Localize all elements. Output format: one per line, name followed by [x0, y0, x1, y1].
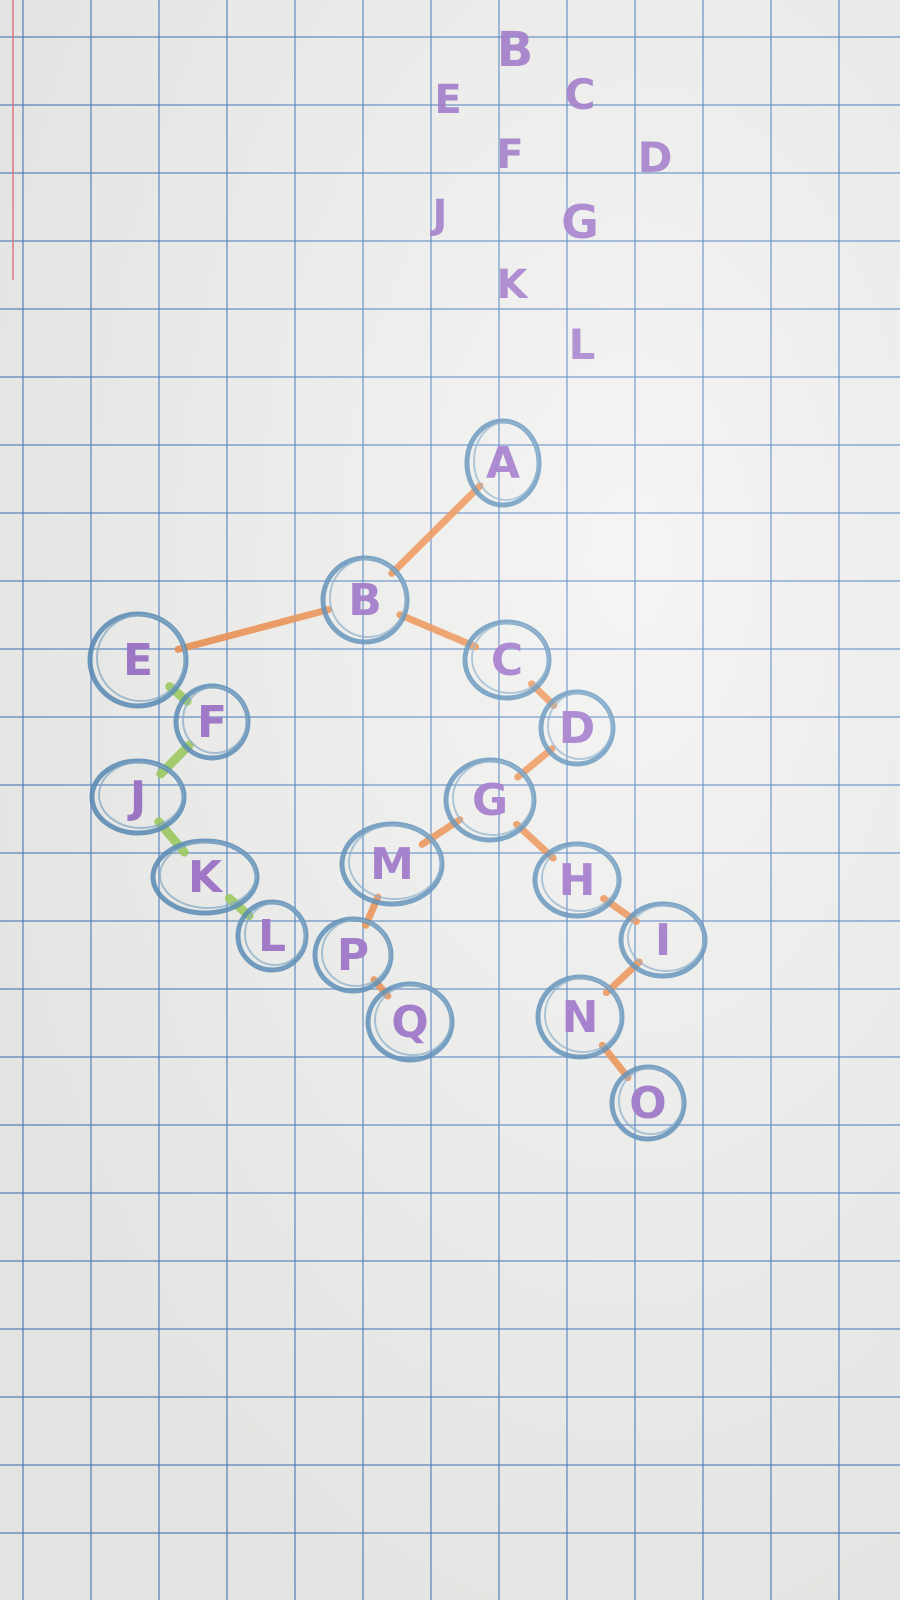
node-ring	[443, 757, 537, 843]
node-h: H	[532, 841, 622, 919]
node-ring-sketch	[244, 902, 306, 966]
node-f: F	[173, 683, 251, 761]
node-ring-sketch	[182, 686, 248, 754]
node-ring-sketch	[541, 844, 619, 912]
list-letter-g: G	[561, 195, 599, 249]
list-letter-l: L	[568, 320, 596, 369]
node-p: P	[312, 916, 394, 994]
node-ring	[173, 683, 251, 761]
red-margin-line	[12, 0, 14, 280]
node-label: D	[559, 703, 596, 754]
list-letter-f: F	[496, 132, 524, 178]
node-b: B	[320, 555, 410, 645]
node-label: A	[486, 438, 520, 489]
node-ring-sketch	[159, 841, 257, 909]
node-ring	[532, 841, 622, 919]
node-g: G	[443, 757, 537, 843]
node-ring-sketch	[348, 824, 442, 900]
edge-b-c	[396, 611, 479, 651]
list-letter-k: K	[496, 262, 528, 308]
node-ring	[535, 974, 625, 1060]
node-k: K	[150, 838, 260, 916]
node-q: Q	[365, 981, 455, 1063]
node-label: O	[629, 1078, 666, 1129]
node-ring-sketch	[321, 919, 391, 987]
list-letter-e: E	[434, 77, 462, 123]
node-label: I	[655, 915, 671, 966]
node-label: G	[472, 775, 508, 826]
node-label: Q	[391, 997, 428, 1048]
node-label: E	[123, 635, 153, 686]
node-ring	[312, 916, 394, 994]
node-ring-sketch	[329, 558, 407, 638]
node-ring	[464, 418, 542, 508]
node-i: I	[618, 901, 708, 979]
list-letter-b: B	[496, 22, 534, 78]
node-label: F	[197, 697, 227, 748]
node-n: N	[535, 974, 625, 1060]
node-d: D	[538, 689, 616, 767]
node-ring-sketch	[452, 760, 534, 836]
node-label: M	[370, 839, 414, 890]
node-ring-sketch	[374, 984, 452, 1056]
node-label: N	[562, 992, 599, 1043]
node-label: C	[491, 635, 523, 686]
node-label: B	[348, 575, 382, 626]
node-ring-sketch	[544, 977, 622, 1053]
list-letter-j: J	[432, 192, 448, 238]
node-label: K	[188, 852, 224, 903]
tree-nodes: A B CD EF GH I JKL M NO PQ	[87, 418, 708, 1142]
node-j: J	[89, 758, 187, 836]
node-e: E	[87, 611, 189, 709]
node-label: L	[258, 911, 286, 962]
node-ring	[618, 901, 708, 979]
node-ring-sketch	[618, 1067, 684, 1135]
list-letter-c: C	[564, 70, 596, 119]
node-ring	[87, 611, 189, 709]
node-ring	[235, 899, 309, 973]
node-ring-sketch	[96, 614, 186, 702]
node-ring	[365, 981, 455, 1063]
node-label: H	[559, 855, 596, 906]
node-ring-sketch	[627, 904, 705, 972]
node-ring-sketch	[98, 761, 184, 829]
node-m: M	[339, 821, 445, 907]
node-ring-sketch	[471, 622, 549, 694]
node-c: C	[462, 619, 552, 701]
node-ring	[150, 838, 260, 916]
node-l: L	[235, 899, 309, 973]
node-ring	[609, 1064, 687, 1142]
node-ring-sketch	[473, 421, 539, 501]
node-o: O	[609, 1064, 687, 1142]
edge-a-b	[388, 482, 484, 577]
node-ring	[462, 619, 552, 701]
node-label: P	[337, 930, 369, 981]
edge-b-e	[174, 606, 332, 653]
node-label: J	[127, 772, 146, 823]
node-a: A	[464, 418, 542, 508]
list-letter-d: D	[637, 133, 673, 182]
node-ring	[538, 689, 616, 767]
node-ring	[320, 555, 410, 645]
node-ring	[89, 758, 187, 836]
node-ring	[339, 821, 445, 907]
node-ring-sketch	[547, 692, 613, 760]
